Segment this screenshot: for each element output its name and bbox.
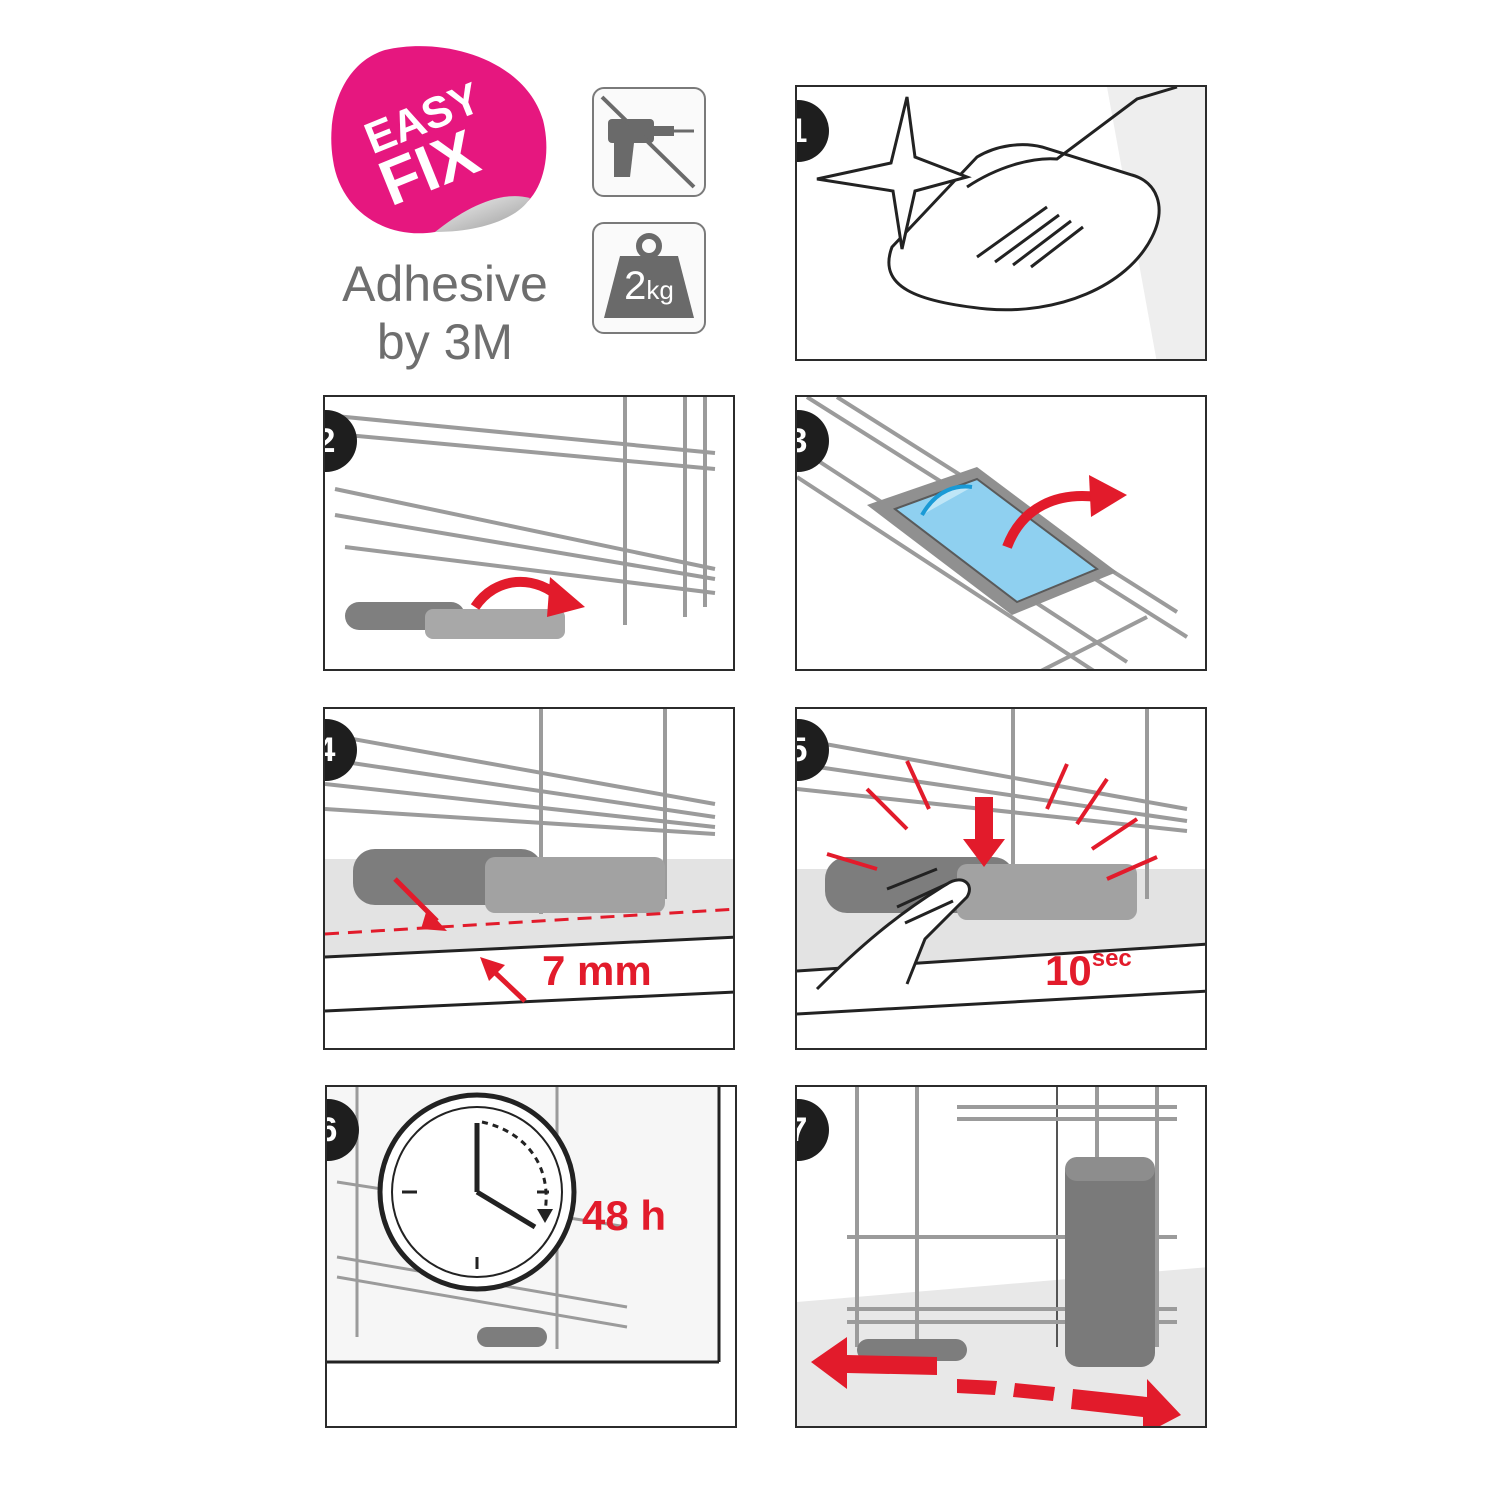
weight-number: 2 <box>624 264 646 308</box>
press-10sec-illustration <box>797 709 1207 1050</box>
weight-label: 2kg <box>594 264 704 309</box>
wait-48h-illustration <box>327 1087 737 1428</box>
weight-unit: kg <box>646 275 673 305</box>
step-5-label-main: 10 <box>1045 947 1092 994</box>
easy-fix-badge: EASY FIX <box>325 40 555 240</box>
step-1-panel: 1 <box>795 85 1207 361</box>
step-4-label: 7 mm <box>542 947 652 995</box>
step-6-panel: 48 h 6 <box>325 1085 737 1428</box>
adhesive-caption: Adhesive by 3M <box>320 255 570 371</box>
step-7-panel: 7 <box>795 1085 1207 1428</box>
caption-line1: Adhesive <box>320 255 570 313</box>
peel-adhesive-illustration <box>797 397 1207 671</box>
step-3-panel: 3 <box>795 395 1207 671</box>
step-6-label: 48 h <box>582 1192 666 1240</box>
step-5-label: 10sec <box>1045 947 1132 995</box>
step-5-label-sup: sec <box>1092 945 1132 972</box>
basket-mount-illustration <box>325 397 735 671</box>
slide-out-illustration <box>797 1087 1207 1428</box>
step-2-panel: 2 <box>323 395 735 671</box>
cleaning-hand-icon <box>797 87 1207 361</box>
caption-line2: by 3M <box>320 313 570 371</box>
position-7mm-illustration <box>325 709 735 1050</box>
step-5-panel: 10sec 5 <box>795 707 1207 1050</box>
no-drill-icon <box>592 87 706 197</box>
sticker-icon: EASY FIX <box>325 40 555 240</box>
step-4-panel: 7 mm 4 <box>323 707 735 1050</box>
weight-icon: 2kg <box>592 222 706 334</box>
